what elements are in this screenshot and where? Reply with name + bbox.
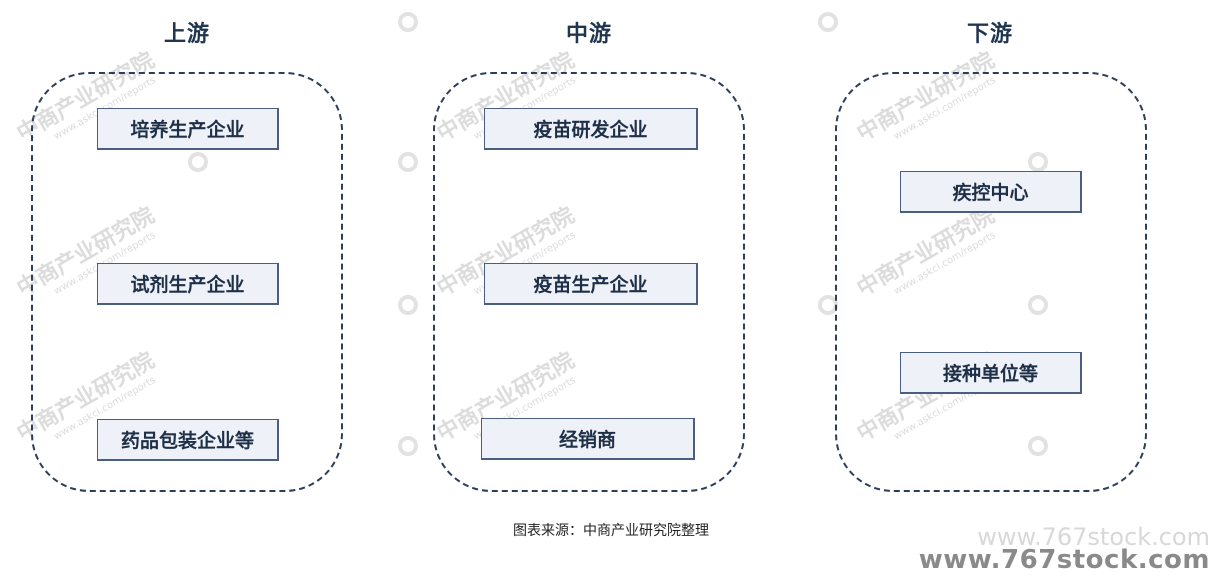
upstream-node-packaging-companies: 药品包装企业等 bbox=[97, 419, 279, 461]
downstream-node-cdc: 疾控中心 bbox=[900, 171, 1082, 213]
upstream-group: 培养生产企业 试剂生产企业 药品包装企业等 bbox=[31, 72, 343, 492]
downstream-group: 疾控中心 接种单位等 bbox=[835, 72, 1147, 492]
downstream-node-vaccination-units: 接种单位等 bbox=[900, 352, 1082, 394]
midstream-node-vaccine-producers: 疫苗生产企业 bbox=[484, 263, 698, 305]
site-watermark-ghost: www.767stock.com bbox=[977, 523, 1210, 551]
midstream-node-distributors: 经销商 bbox=[481, 418, 695, 460]
watermark-logo-icon bbox=[398, 12, 418, 32]
watermark-logo-icon bbox=[818, 12, 838, 32]
upstream-node-reagent-producers: 试剂生产企业 bbox=[97, 263, 279, 305]
downstream-title: 下游 bbox=[966, 22, 1013, 47]
upstream-node-culture-producers: 培养生产企业 bbox=[97, 108, 279, 150]
watermark-logo-icon bbox=[398, 436, 418, 456]
watermark-logo-icon bbox=[398, 152, 418, 172]
midstream-node-vaccine-rd: 疫苗研发企业 bbox=[484, 108, 698, 150]
watermark-logo-icon bbox=[398, 295, 418, 315]
site-watermark: www.767stock.com bbox=[918, 545, 1210, 575]
midstream-title: 中游 bbox=[565, 22, 612, 47]
source-note: 图表来源：中商产业研究院整理 bbox=[513, 523, 709, 539]
midstream-group: 疫苗研发企业 疫苗生产企业 经销商 bbox=[433, 72, 745, 492]
upstream-title: 上游 bbox=[163, 22, 210, 47]
